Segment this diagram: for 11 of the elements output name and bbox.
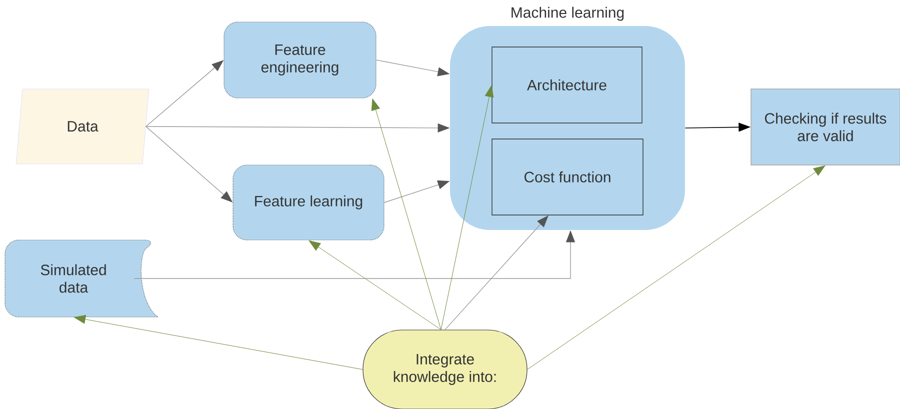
arrow: [371, 98, 442, 330]
data-parallelogram: Data: [16, 88, 150, 164]
arrow: [527, 166, 826, 370]
arrow: [308, 240, 442, 330]
component-box: Cost function: [492, 138, 644, 216]
arrow: [440, 85, 494, 330]
process-box: Feature engineering: [224, 22, 376, 98]
process-box: Checking if results are valid: [750, 88, 900, 166]
component-box: Architecture: [492, 46, 642, 124]
process-box: Feature learning: [232, 164, 384, 240]
arrow: [74, 314, 363, 370]
